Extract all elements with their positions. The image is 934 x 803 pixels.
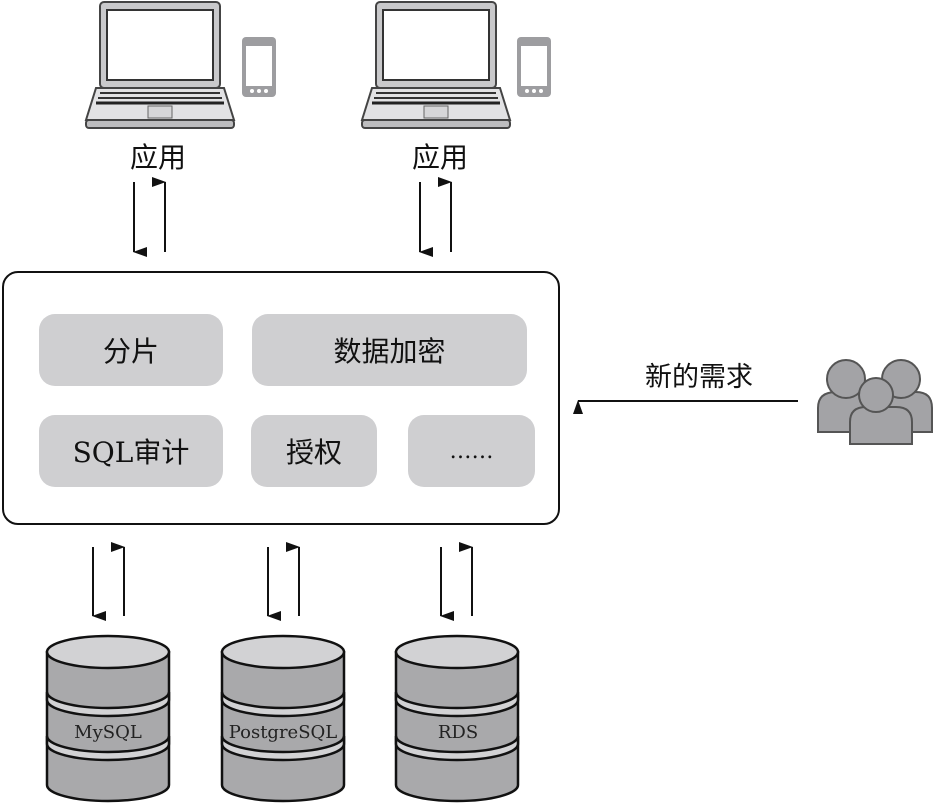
database-band	[394, 691, 520, 718]
database-band	[220, 691, 346, 718]
database-icon	[394, 634, 520, 803]
laptop-icon	[360, 1, 512, 129]
users-group-icon	[817, 359, 933, 445]
feature-sql-audit: SQL审计	[39, 415, 223, 487]
db-label-rds: RDS	[437, 722, 479, 743]
smartphone-icon	[242, 37, 276, 97]
database-band	[45, 691, 171, 718]
laptop-icon	[84, 1, 236, 129]
database-icon	[45, 634, 171, 803]
db-label-mysql: MySQL	[74, 722, 142, 743]
app-label: 应用	[411, 141, 468, 174]
database-top	[394, 634, 520, 670]
smartphone-icon	[517, 37, 551, 97]
feature-sharding: 分片	[39, 314, 223, 386]
new-requirements-label: 新的需求	[645, 362, 753, 393]
middleware-box: 分片 数据加密 SQL审计 授权 ……	[2, 271, 560, 525]
database-band	[220, 735, 346, 762]
database-top	[220, 634, 346, 670]
db-label-postgresql: PostgreSQL	[228, 722, 338, 743]
feature-more: ……	[408, 415, 535, 487]
database-icon	[220, 634, 346, 803]
feature-authorization: 授权	[251, 415, 377, 487]
database-band	[394, 735, 520, 762]
database-top	[45, 634, 171, 670]
feature-data-encryption: 数据加密	[252, 314, 527, 386]
app-label: 应用	[129, 141, 186, 174]
database-band	[45, 735, 171, 762]
